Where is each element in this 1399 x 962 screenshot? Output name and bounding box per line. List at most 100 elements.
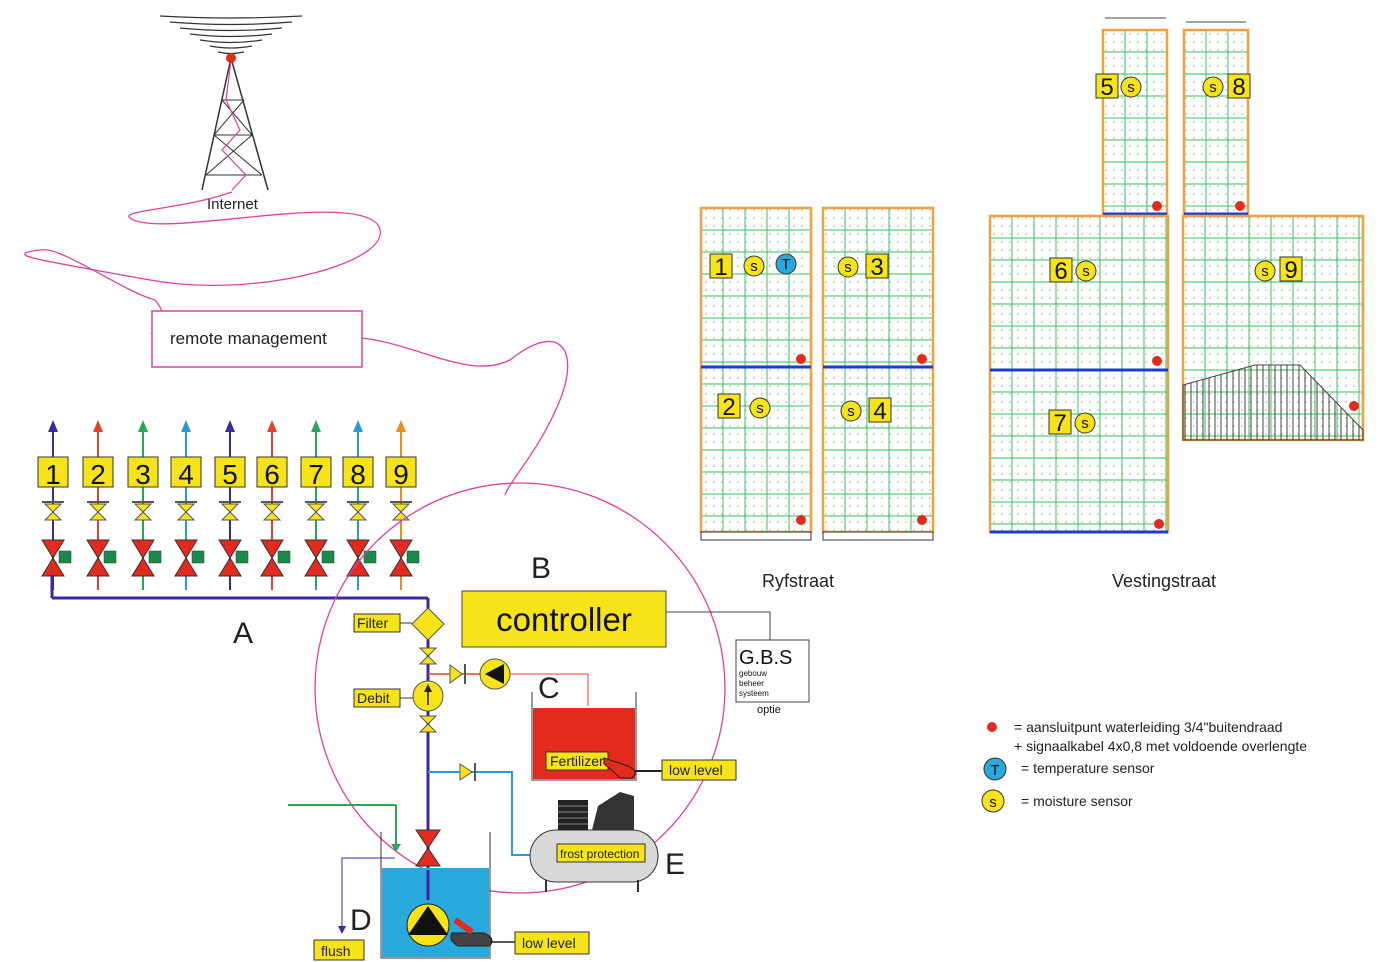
connection-point-icon — [987, 722, 997, 732]
label-b: B — [531, 552, 551, 585]
legend-t-symbol: T — [990, 762, 999, 779]
tank-valve-icon — [415, 829, 441, 849]
field-zone-label: 3 — [865, 253, 889, 281]
connection-point-icon — [796, 354, 806, 364]
float-switch-icon — [603, 757, 636, 779]
field-zone-label: 7 — [1048, 409, 1072, 437]
flow-arrow-icon — [267, 420, 277, 432]
solenoid-valve-icon — [174, 539, 198, 559]
moisture-sensor-icon: s — [1075, 260, 1097, 282]
manual-valve-icon — [133, 503, 153, 513]
hatched-area — [1182, 364, 1364, 441]
fertilizer-label: Fertilizer — [550, 753, 604, 769]
zone-number: 7 — [308, 459, 324, 490]
moisture-sensor-icon: s — [840, 400, 862, 422]
network-cable — [24, 191, 569, 496]
sensor-letter: s — [1261, 263, 1269, 280]
field-zone-label: 6 — [1049, 257, 1073, 285]
label-d: D — [350, 904, 372, 937]
connection-point-icon — [1152, 356, 1162, 366]
field-zone-number: 1 — [714, 254, 727, 281]
field-zone-number: 6 — [1054, 258, 1067, 285]
zone-7: 7 — [300, 420, 335, 590]
sensor-letter: s — [1082, 263, 1090, 280]
low-level-label-c: low level — [669, 762, 723, 778]
field-zone-number: 5 — [1100, 74, 1113, 101]
float-switch-icon — [450, 932, 493, 947]
connection-point-icon — [1235, 201, 1245, 211]
solenoid-valve-icon — [86, 539, 110, 559]
manual-valve-icon — [43, 503, 63, 513]
compressor-icon — [529, 792, 659, 892]
sensor-letter: s — [750, 258, 758, 275]
field-zone-number: 4 — [873, 398, 886, 425]
riser-valve-icon — [418, 647, 438, 733]
label-a: A — [233, 617, 253, 650]
flow-arrow-icon — [225, 420, 235, 432]
zone-number: 9 — [393, 459, 409, 490]
check-valve-icon — [449, 664, 466, 684]
flow-arrow-icon — [93, 420, 103, 432]
debit-label: Debit — [357, 690, 390, 706]
filter-label: Filter — [357, 615, 388, 631]
sensor-letter: s — [1209, 79, 1217, 96]
gbs-label: G.B.S — [739, 647, 792, 669]
label-e: E — [665, 848, 685, 881]
sensor-letter: s — [756, 400, 764, 417]
legend-t-text: = temperature sensor — [1021, 760, 1155, 776]
flow-arrow-icon — [396, 420, 406, 432]
field-zone-number: 2 — [722, 394, 735, 421]
optie-label: optie — [757, 704, 781, 716]
sensor-letter: s — [844, 259, 852, 276]
internet-label: Internet — [207, 196, 259, 213]
remote-management-box — [151, 310, 363, 368]
zone-2: 2 — [82, 420, 117, 590]
flow-arrow-icon — [48, 420, 58, 432]
manual-valve-icon — [306, 503, 326, 513]
manual-valve-icon — [391, 503, 411, 513]
zone-9: 9 — [385, 420, 420, 590]
zone-number: 2 — [90, 459, 106, 490]
connection-point-icon — [796, 515, 806, 525]
gbs-box — [735, 639, 810, 703]
zone-3: 3 — [127, 420, 162, 590]
legend-dot-line1: = aansluitpunt waterleiding 3/4"buitendr… — [1014, 719, 1282, 735]
connection-point-icon — [1349, 401, 1359, 411]
moisture-sensor-icon: s — [743, 255, 765, 277]
flow-arrow-icon — [311, 420, 321, 432]
controller-label: controller — [496, 601, 632, 638]
manual-valve-icon — [348, 503, 368, 513]
solenoid-valve-icon — [389, 539, 413, 559]
manual-valve-icon — [176, 503, 196, 513]
moisture-sensor-icon: s — [749, 397, 771, 419]
filter-icon — [411, 607, 445, 641]
field-zone-label: 2 — [717, 393, 741, 421]
control-circle — [314, 482, 726, 894]
dosing-pump-icon — [479, 658, 511, 690]
zone-8: 8 — [342, 420, 377, 590]
field-zone-label: 8 — [1227, 73, 1251, 101]
controller-box — [461, 590, 667, 648]
zone-number: 1 — [45, 459, 61, 490]
legend-dot-line2: + signaalkabel 4x0,8 met voldoende overl… — [1014, 738, 1307, 754]
sensor-letter: s — [1081, 415, 1089, 432]
field-zone-number: 7 — [1053, 410, 1066, 437]
manual-valve-icon — [88, 503, 108, 513]
internet-antenna-icon — [159, 15, 303, 191]
ryfstraat-label: Ryfstraat — [762, 571, 834, 591]
zone-4: 4 — [170, 420, 205, 590]
zone-6: 6 — [256, 420, 291, 590]
zone-5: 5 — [214, 420, 249, 590]
field-zone-label: 9 — [1279, 256, 1303, 284]
solenoid-valve-icon — [346, 539, 370, 559]
field-zone-number: 8 — [1232, 74, 1245, 101]
field-zone-label: 5 — [1095, 73, 1119, 101]
flow-arrow-icon — [353, 420, 363, 432]
moisture-sensor-icon — [981, 789, 1005, 813]
moisture-sensor-icon: s — [1202, 76, 1224, 98]
temperature-sensor-icon: T — [775, 253, 797, 275]
moisture-sensor-icon: s — [1254, 260, 1276, 282]
field-zone-number: 3 — [870, 254, 883, 281]
